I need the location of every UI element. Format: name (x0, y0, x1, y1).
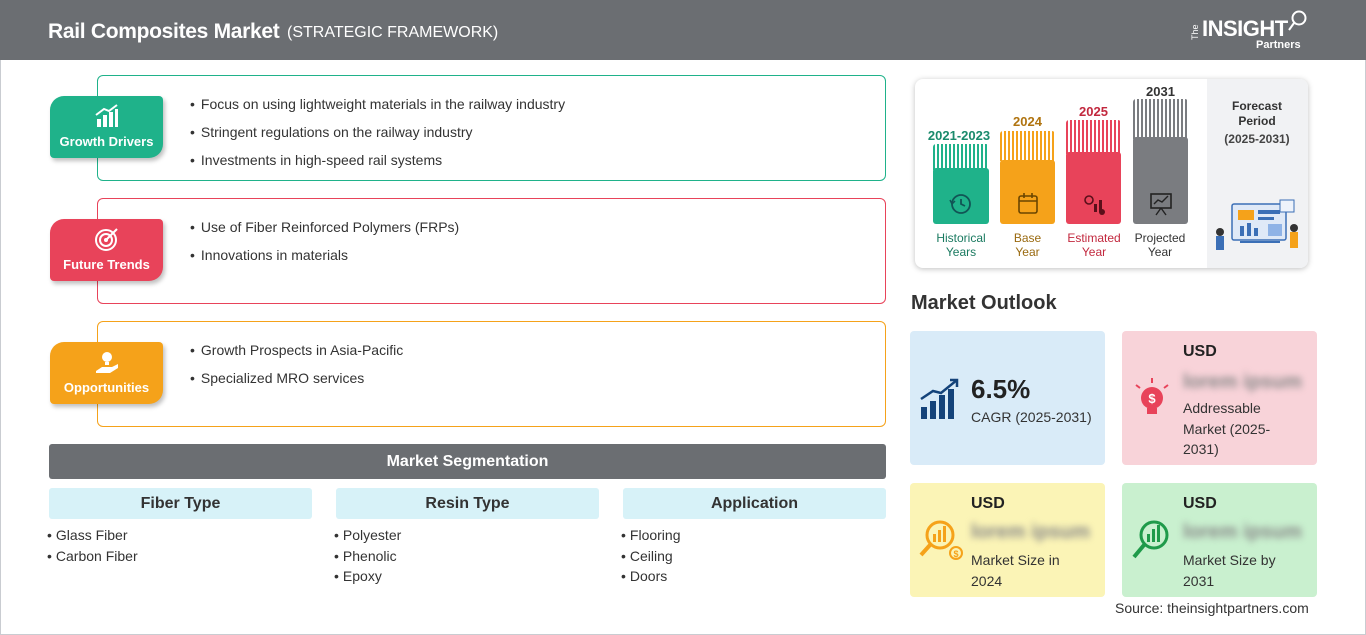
market-size-2024-card: $ USD lorem ipsum Market Size in 2024 (910, 483, 1105, 597)
growth-drivers-list: Focus on using lightweight materials in … (190, 94, 565, 178)
svg-text:$: $ (1148, 391, 1156, 406)
list-item: Use of Fiber Reinforced Polymers (FRPs) (190, 217, 459, 245)
list-item: Flooring (621, 526, 681, 547)
addressable-market-card: $ USD lorem ipsum Addressable Market (20… (1122, 331, 1317, 465)
market-outlook-title: Market Outlook (911, 292, 1057, 314)
growth-drivers-box: Focus on using lightweight materials in … (97, 75, 886, 181)
bar-stripes (1000, 131, 1055, 161)
application-list: Flooring Ceiling Doors (621, 526, 681, 588)
market-size-2024-value: lorem ipsum (971, 521, 1090, 543)
addressable-value: lorem ipsum (1183, 371, 1302, 393)
page-title: Rail Composites Market (48, 20, 280, 43)
list-item: Specialized MRO services (190, 368, 403, 396)
bar-stripes (933, 144, 989, 170)
usd-label: USD (1183, 343, 1217, 360)
bar-stripes (1066, 120, 1121, 154)
growth-drivers-tag: Growth Drivers (50, 96, 163, 158)
list-item: Polyester (334, 526, 401, 547)
future-trends-tag: Future Trends (50, 219, 163, 281)
fiber-type-list: Glass Fiber Carbon Fiber (47, 526, 138, 567)
cagr-label: CAGR (2025-2031) (971, 409, 1092, 425)
list-item: Epoxy (334, 567, 401, 588)
timeline-label-base: Base Year (1013, 231, 1042, 259)
history-icon (949, 194, 971, 214)
list-item: Growth Prospects in Asia-Pacific (190, 340, 403, 368)
timeline-bar-historical (933, 168, 989, 224)
idea-dollar-icon: $ (1135, 378, 1169, 414)
list-item: Ceiling (621, 547, 681, 568)
segmentation-title: Market Segmentation (49, 444, 886, 479)
growth-chart-icon (920, 378, 959, 419)
timeline-label-estimated: Estimated Year (1067, 231, 1121, 259)
logo-magnifier-icon (1288, 10, 1307, 31)
magnifier-chart-icon (1132, 520, 1169, 559)
header-bar: Rail Composites Market (STRATEGIC FRAMEW… (0, 0, 1366, 60)
list-item: Doors (621, 567, 681, 588)
list-item: Stringent regulations on the railway ind… (190, 122, 565, 150)
resin-type-list: Polyester Phenolic Epoxy (334, 526, 401, 588)
growth-chart-icon (95, 104, 118, 127)
usd-label: USD (971, 495, 1005, 512)
application-header: Application (623, 488, 886, 519)
page-subtitle: (STRATEGIC FRAMEWORK) (287, 24, 499, 41)
forecast-period: (2025-2031) (1224, 132, 1290, 146)
future-trends-label: Future Trends (63, 257, 150, 272)
analytics-illustration-icon (1216, 199, 1298, 250)
timeline-label-projected: Projected Year (1134, 231, 1186, 259)
addressable-desc: Addressable Market (2025-2031) (1183, 400, 1271, 457)
timeline-year-base: 2024 (1013, 114, 1042, 129)
magnifier-chart-icon: $ (919, 520, 963, 560)
timeline-year-historical: 2021-2023 (927, 128, 991, 143)
forecast-label: Forecast Period (1231, 99, 1283, 128)
list-item: Innovations in materials (190, 245, 459, 273)
timeline-label-historical: Historical Years (936, 231, 986, 259)
growth-drivers-label: Growth Drivers (59, 134, 154, 149)
resin-type-header: Resin Type (336, 488, 599, 519)
usd-label: USD (1183, 495, 1217, 512)
market-size-2031-value: lorem ipsum (1183, 521, 1302, 543)
opportunities-list: Growth Prospects in Asia-Pacific Special… (190, 340, 403, 396)
opportunities-box: Growth Prospects in Asia-Pacific Special… (97, 321, 886, 427)
list-item: Focus on using lightweight materials in … (190, 94, 565, 122)
source-link[interactable]: Source: theinsightpartners.com (1115, 600, 1309, 616)
lightbulb-hand-icon (96, 352, 118, 373)
future-trends-list: Use of Fiber Reinforced Polymers (FRPs) … (190, 217, 459, 273)
opportunities-tag: Opportunities (50, 342, 163, 404)
bar-stripes (1133, 99, 1188, 139)
timeline-year-projected: 2031 (1146, 84, 1175, 99)
fiber-type-header: Fiber Type (49, 488, 312, 519)
market-size-2024-desc: Market Size in 2024 (971, 552, 1060, 589)
list-item: Glass Fiber (47, 526, 138, 547)
list-item: Carbon Fiber (47, 547, 138, 568)
svg-text:$: $ (953, 549, 958, 559)
market-size-2031-desc: Market Size by 2031 (1183, 552, 1276, 589)
presentation-icon (1150, 193, 1172, 216)
market-size-2031-card: USD lorem ipsum Market Size by 2031 (1122, 483, 1317, 597)
list-item: Investments in high-speed rail systems (190, 150, 565, 178)
timeline-year-estimated: 2025 (1079, 104, 1108, 119)
cagr-value: 6.5% (971, 374, 1031, 404)
cagr-card: 6.5% CAGR (2025-2031) (910, 331, 1105, 465)
gear-chart-icon (1084, 195, 1105, 215)
insight-partners-logo[interactable]: The INSIGHT Partners (1188, 10, 1318, 54)
list-item: Phenolic (334, 547, 401, 568)
timeline-bar-estimated (1066, 152, 1121, 224)
future-trends-box: Use of Fiber Reinforced Polymers (FRPs) … (97, 198, 886, 304)
target-icon (95, 228, 118, 251)
opportunities-label: Opportunities (63, 380, 150, 395)
calendar-icon (1018, 193, 1038, 214)
